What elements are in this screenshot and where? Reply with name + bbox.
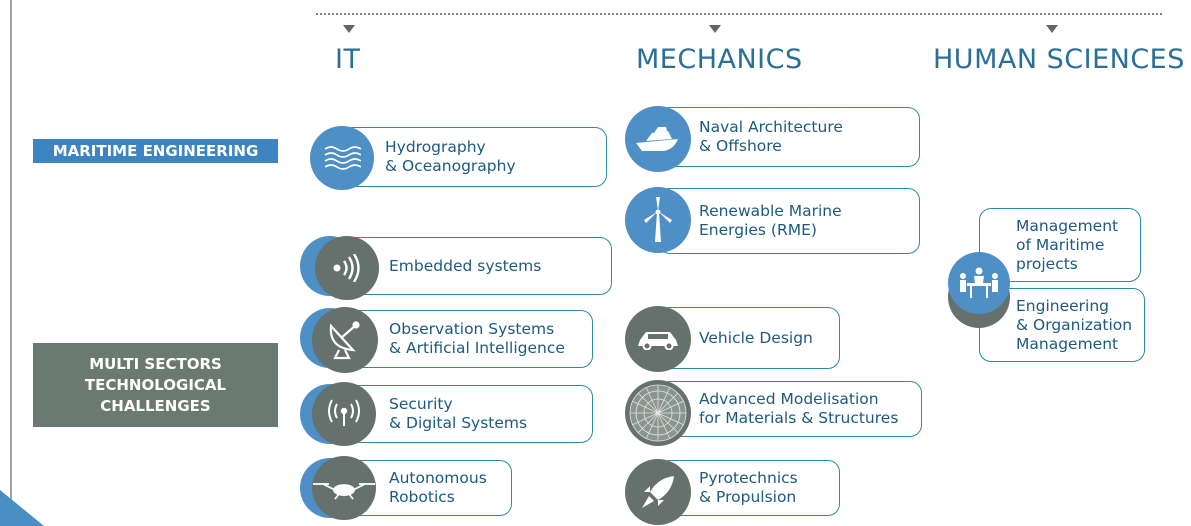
item-label: Security & Digital Systems (389, 395, 528, 432)
item-label: Hydrography & Oceanography (385, 138, 516, 175)
waves-icon (310, 126, 374, 190)
satellite-dish-icon (312, 307, 378, 373)
item-label: Naval Architecture & Offshore (699, 118, 843, 155)
signal-icon (315, 236, 379, 300)
corner-triangle (0, 490, 44, 526)
item-label: Pyrotechnics & Propulsion (699, 469, 798, 506)
item-label: Vehicle Design (699, 328, 813, 347)
item-management-maritime-projects[interactable]: Management of Maritime projects (979, 208, 1141, 282)
row-label-line: MULTI SECTORS (89, 354, 222, 373)
item-advanced-modelisation[interactable]: Advanced Modelisation for Materials & St… (658, 381, 922, 437)
row-label-maritime-engineering: MARITIME ENGINEERING (33, 139, 278, 163)
item-naval-architecture[interactable]: Naval Architecture & Offshore (658, 107, 920, 167)
antenna-icon (312, 382, 376, 446)
item-label: Embedded systems (389, 256, 542, 275)
column-title-it: IT (335, 44, 361, 75)
column-title-mechanics: MECHANICS (636, 44, 803, 75)
item-embedded-systems[interactable]: Embedded systems (340, 237, 612, 295)
item-renewable-marine-energies[interactable]: Renewable Marine Energies (RME) (658, 188, 920, 254)
item-hydrography[interactable]: Hydrography & Oceanography (340, 127, 607, 187)
arrow-down-icon (1046, 25, 1058, 33)
left-rule (10, 0, 12, 526)
drone-icon (312, 456, 376, 520)
ship-icon (625, 106, 691, 172)
item-label: Engineering & Organization Management (1016, 296, 1133, 353)
row-label-line: CHALLENGES (100, 396, 211, 415)
item-label: Management of Maritime projects (1016, 216, 1119, 273)
item-label: Autonomous Robotics (389, 469, 487, 506)
mesh-sphere-icon (625, 380, 691, 446)
row-label-multi-sectors: MULTI SECTORS TECHNOLOGICAL CHALLENGES (33, 343, 278, 427)
arrow-down-icon (343, 25, 355, 33)
item-observation-systems[interactable]: Observation Systems & Artificial Intelli… (340, 310, 593, 368)
item-label: Advanced Modelisation for Materials & St… (699, 390, 899, 427)
item-label: Renewable Marine Energies (RME) (699, 202, 842, 239)
row-label-line: TECHNOLOGICAL (84, 375, 227, 394)
item-security[interactable]: Security & Digital Systems (340, 385, 593, 443)
wind-turbine-icon (625, 187, 691, 253)
item-pyrotechnics[interactable]: Pyrotechnics & Propulsion (658, 460, 840, 516)
rocket-icon (625, 459, 691, 525)
meeting-icon (948, 252, 1010, 314)
item-label: Observation Systems & Artificial Intelli… (389, 320, 565, 357)
column-title-human-sciences: HUMAN SCIENCES (933, 44, 1185, 75)
header-dotted-line (316, 13, 1162, 15)
arrow-down-icon (709, 25, 721, 33)
car-icon (625, 306, 691, 372)
